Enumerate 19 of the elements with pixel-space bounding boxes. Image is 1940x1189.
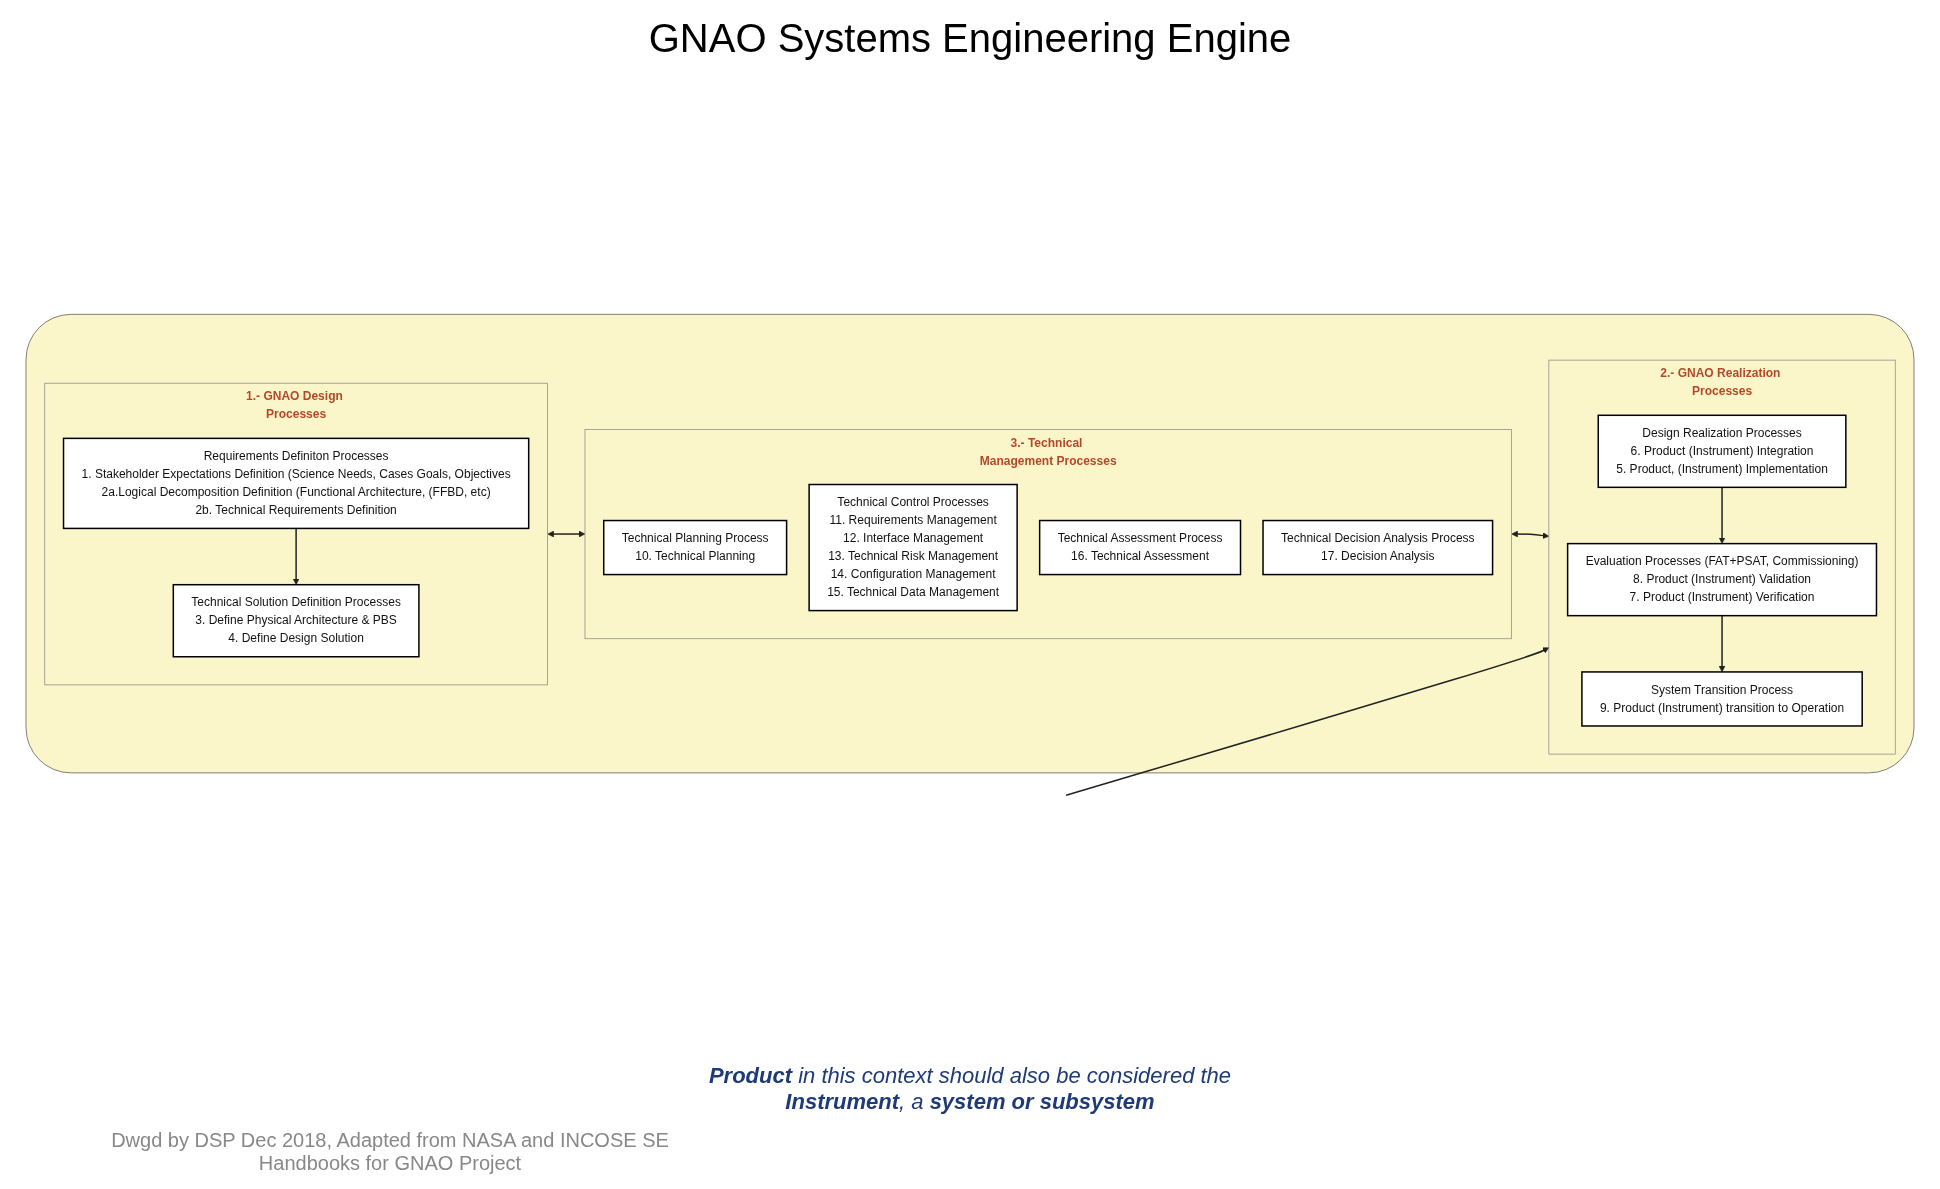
arrow [1718,486,1726,544]
diagram-title: GNAO Systems Engineering Engine [648,16,1292,61]
arrow [547,530,586,538]
node-box: Technical Control Processes 11. Requirements Management 12. Interface Management 13. Technical Risk Management 14. Configuration Management 15. Technical Data Management [808,483,1018,612]
node-box: Requirements Definiton Processes 1. Stakeholder Expectations Definition (Science Needs, Cases Goals, Objectives 2a.Logical Decomposition Definition (Functional Architecture, (FFBD, etc) 2b. Technical Requirements Definition [62,437,530,530]
node-box: Technical Assessment Process 16. Technical Assessment [1038,519,1242,576]
node-box: Technical Planning Process 10. Technical Planning [603,519,788,576]
arrow [1511,530,1550,539]
arrow [1065,647,1550,797]
node-box: Design Realization Processes 6. Product (Instrument) Integration 5. Product, (Instrument) Implementation [1597,414,1847,489]
cluster [25,313,1915,774]
credit-note: Dwgd by DSP Dec 2018, Adapted from NASA and INCOSE SE Handbooks for GNAO Project [110,1129,670,1175]
node-box: Technical Solution Definition Processes 3. Define Physical Architecture & PBS 4. Define Design Solution [172,583,420,658]
node-box: Technical Decision Analysis Process 17. Decision Analysis [1262,519,1494,576]
node-box: Evaluation Processes (FAT+PSAT, Commissioning) 8. Product (Instrument) Validation 7. Product (Instrument) Verification [1566,542,1878,617]
caption-note: Product in this context should also be considered the Instrument, a system or subsystem [707,1063,1233,1115]
arrow [292,527,300,585]
node-box: System Transition Process 9. Product (Instrument) transition to Operation [1581,671,1863,727]
arrow [1718,614,1726,673]
